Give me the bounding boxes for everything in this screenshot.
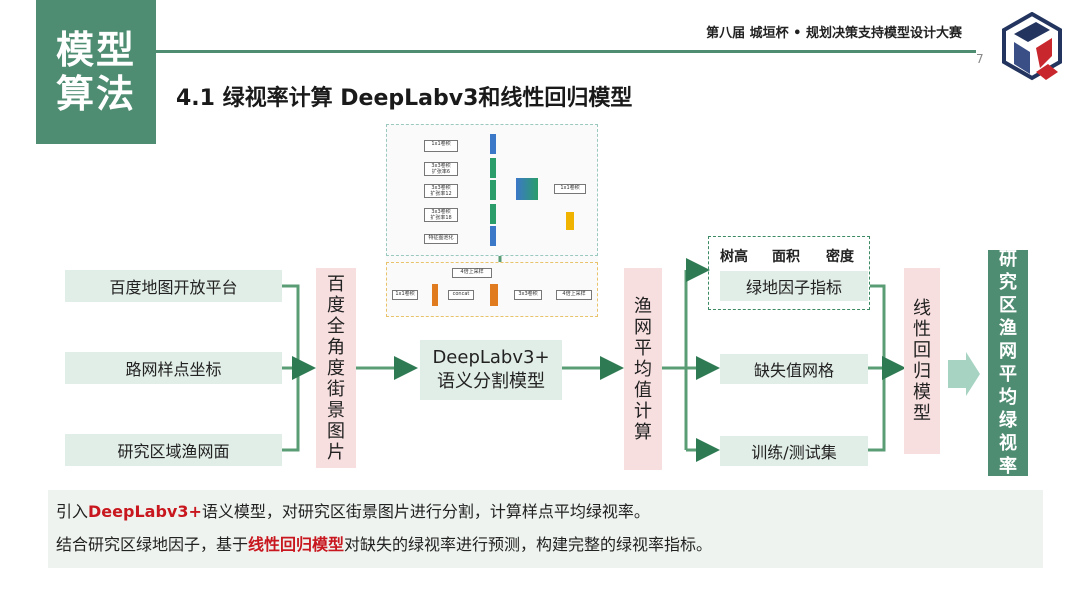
branch-5: 特征图池化 xyxy=(424,234,458,244)
decoder-block xyxy=(432,284,438,306)
branch-2: 3x3卷积扩张率6 xyxy=(424,162,458,176)
input-fishnet: 研究区域渔网面 xyxy=(65,434,282,466)
result-green-view-rate: 研究区渔网平均绿视率 xyxy=(988,249,1028,477)
fishnet-average-box: 渔网平均值计算 xyxy=(624,268,662,470)
section-badge: 模型算法 xyxy=(36,0,156,144)
summary-panel: 引入DeepLabv3+语义模型，对研究区街景图片进行分割，计算样点平均绿视率。… xyxy=(48,490,1043,568)
branch-4: 3x3卷积扩张率18 xyxy=(424,208,458,222)
decoder-panel xyxy=(386,262,598,317)
badge-line-1: 模型 xyxy=(55,28,136,72)
decoder-block xyxy=(490,284,498,306)
decoder-conv3: 3x3卷积 xyxy=(514,290,542,300)
feature-block xyxy=(490,204,496,224)
summary-line-2: 结合研究区绿地因子，基于线性回归模型对缺失的绿视率进行预测，构建完整的绿视率指标… xyxy=(56,535,713,554)
decoder-upsample: 4倍上采样 xyxy=(556,290,592,300)
green-factor-indicator: 绿地因子指标 xyxy=(720,271,868,301)
badge-line-2: 算法 xyxy=(55,72,136,116)
slide-title: 4.1 绿视率计算 DeepLabv3和线性回归模型 xyxy=(176,86,633,111)
branch-1: 1x1卷积 xyxy=(424,140,458,152)
branch-3: 3x3卷积扩张率12 xyxy=(424,184,458,198)
street-view-images: 百度全角度街景图片 xyxy=(316,268,356,468)
linear-regression-box: 线性回归模型 xyxy=(904,268,940,454)
input-road-samples: 路网样点坐标 xyxy=(65,352,282,384)
train-test-box: 训练/测试集 xyxy=(720,436,868,466)
decoder-concat: concat xyxy=(448,290,474,300)
model-line-2: 语义分割模型 xyxy=(437,371,545,392)
summary-line-1: 引入DeepLabv3+语义模型，对研究区街景图片进行分割，计算样点平均绿视率。 xyxy=(56,502,650,521)
contest-name: 第八届 城垣杯 • 规划决策支持模型设计大赛 xyxy=(706,26,962,41)
feature-block xyxy=(490,226,496,246)
upsample-label: 4倍上采样 xyxy=(452,268,492,278)
encoder-panel xyxy=(386,124,598,256)
feature-block xyxy=(490,134,496,154)
deeplab-model-box: DeepLabv3+ 语义分割模型 xyxy=(420,340,562,400)
header-rule xyxy=(156,50,976,53)
feature-block xyxy=(490,158,496,178)
input-baidu-map: 百度地图开放平台 xyxy=(65,270,282,302)
deeplab-architecture-figure: 1x1卷积 3x3卷积扩张率6 3x3卷积扩张率12 3x3卷积扩张率18 特征… xyxy=(386,124,598,317)
result-arrow-icon xyxy=(948,352,980,396)
concat-block xyxy=(516,178,538,200)
post-conv: 1x1卷积 xyxy=(554,184,586,194)
page-number: 7 xyxy=(976,52,984,66)
green-factor-group xyxy=(708,236,870,310)
upsample-block xyxy=(566,212,574,230)
logo-icon xyxy=(1002,12,1062,81)
model-line-1: DeepLabv3+ xyxy=(432,347,550,368)
missing-grid-box: 缺失值网格 xyxy=(720,354,868,384)
feature-block xyxy=(490,180,496,200)
decoder-conv1: 1x1卷积 xyxy=(392,290,418,300)
